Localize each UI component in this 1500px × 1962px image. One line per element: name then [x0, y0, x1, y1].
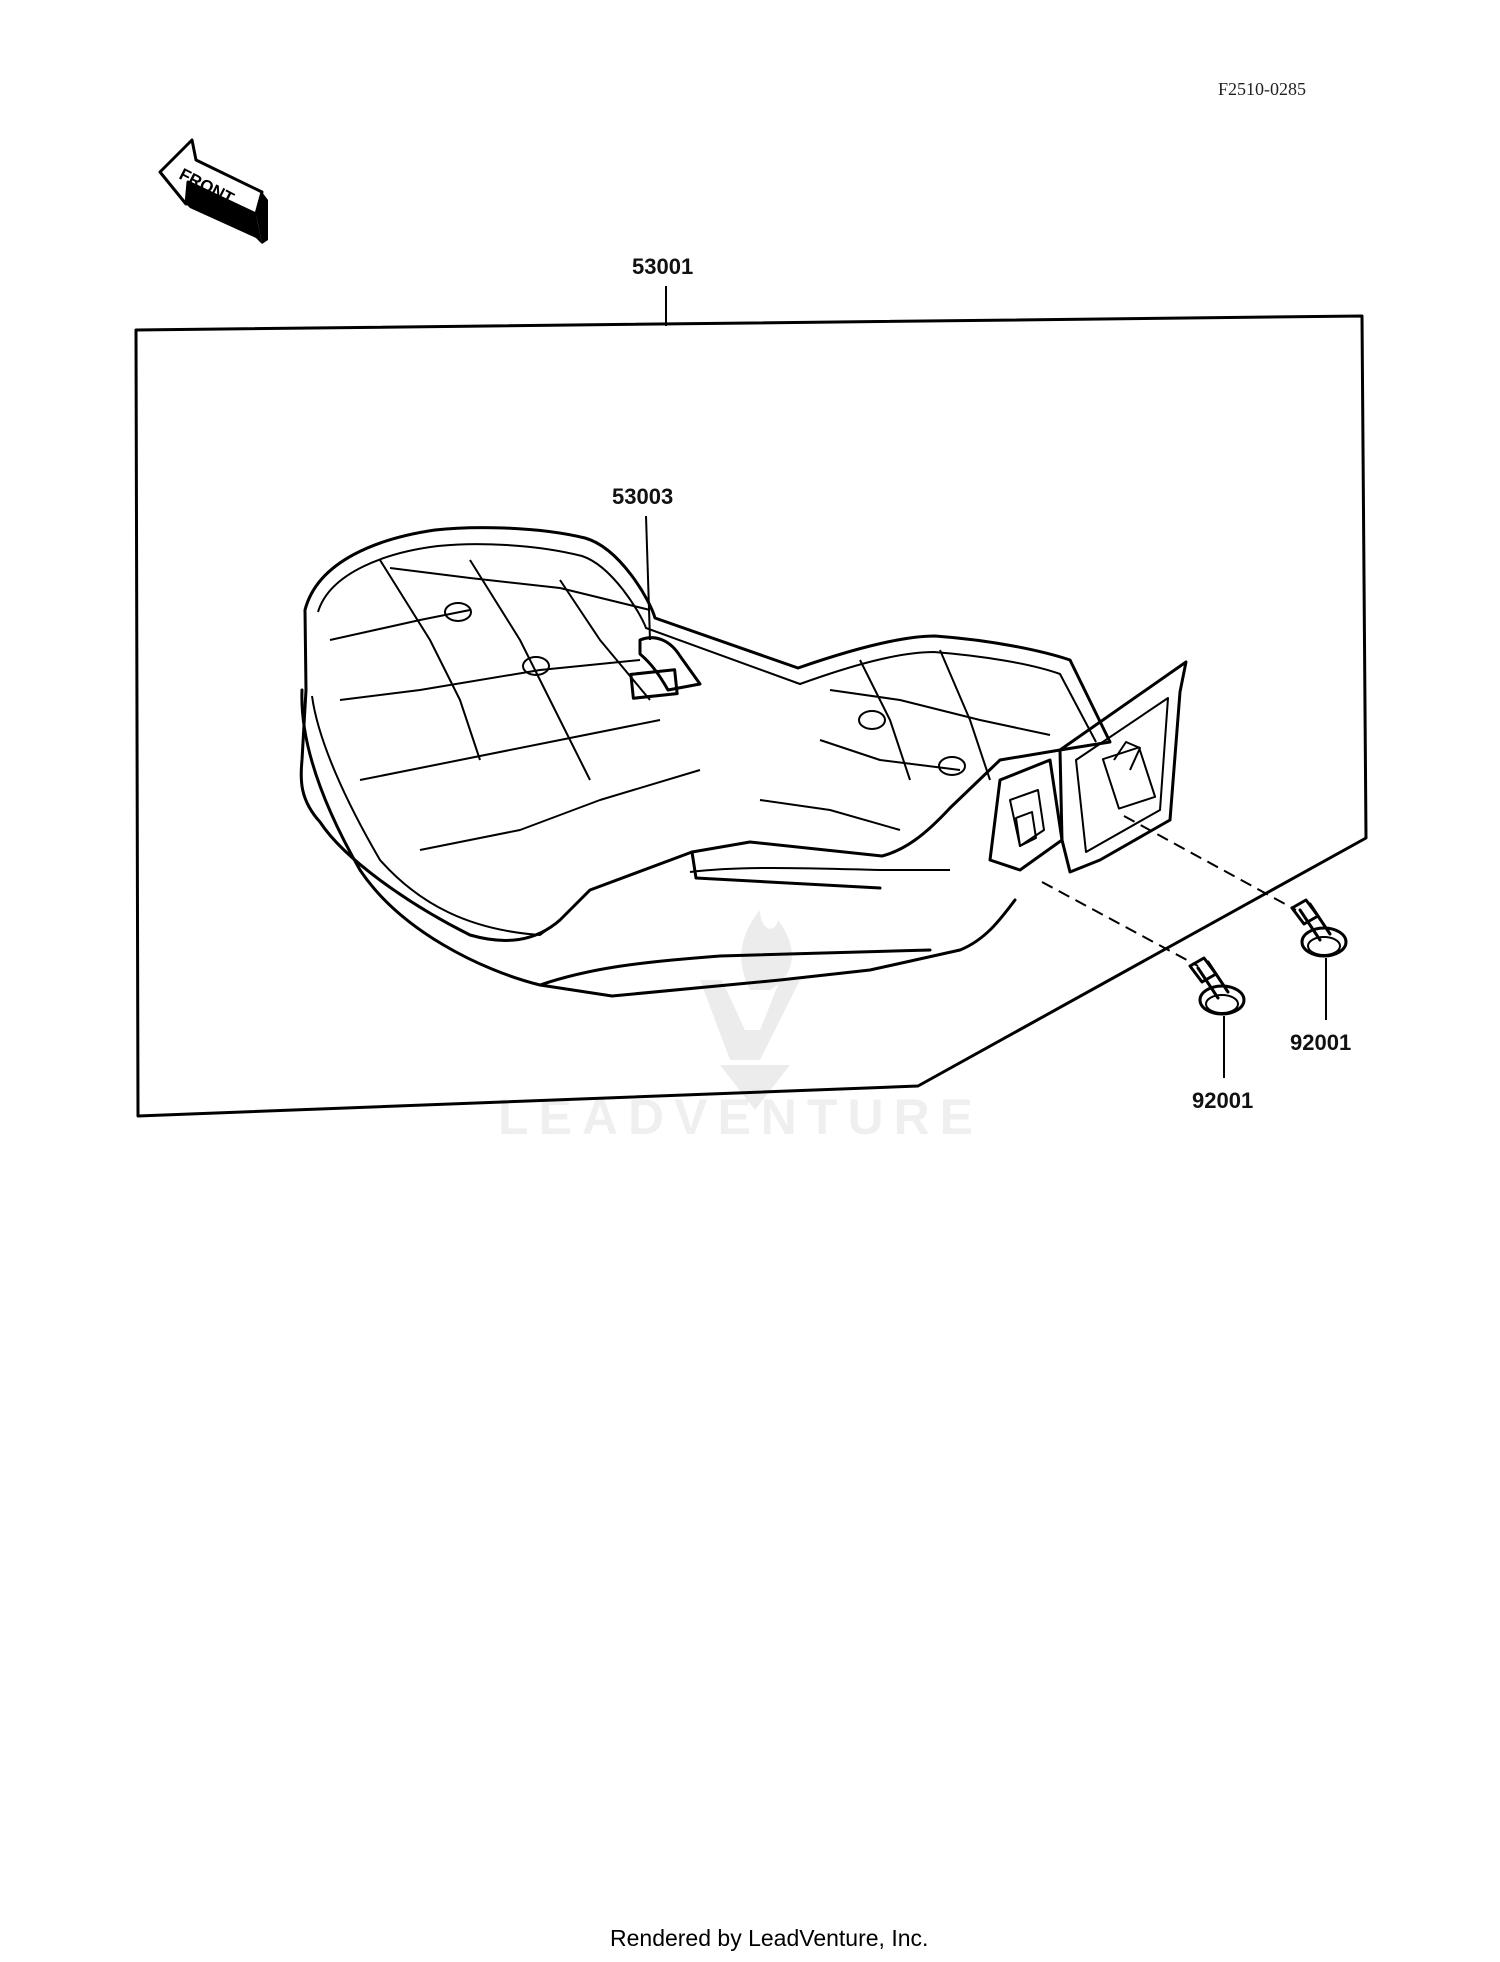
assembly-frame — [134, 314, 1368, 1118]
bolt-left-icon — [1188, 956, 1246, 1016]
callout-bolt-left: 92001 — [1192, 1088, 1253, 1113]
bolt-right-icon — [1290, 898, 1348, 958]
callout-seat-assembly: 53001 — [632, 254, 693, 279]
diagram-ref-code: F2510-0285 — [1218, 79, 1306, 99]
front-arrow-icon: FRONT — [158, 138, 268, 244]
watermark-logo-icon — [700, 910, 800, 1110]
callout-bolt-right: 92001 — [1290, 1030, 1351, 1055]
footer-credit: Rendered by LeadVenture, Inc. — [610, 1925, 928, 1951]
callout-seat-strap: 53003 — [612, 484, 673, 509]
seat-drawing — [299, 526, 1188, 998]
watermark-brand: LEADVENTURE — [498, 1089, 983, 1145]
